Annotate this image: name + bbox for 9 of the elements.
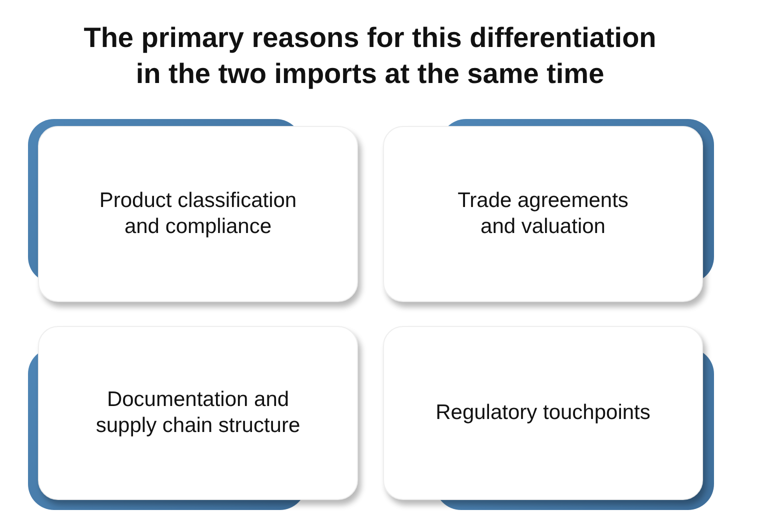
text-card — [383, 326, 703, 500]
card-text: Documentation and supply chain structure — [94, 387, 302, 439]
text-card — [38, 126, 358, 302]
text-card — [383, 126, 703, 302]
text-card — [38, 326, 358, 500]
card-text: Trade agreements and valuation — [456, 188, 630, 240]
title: The primary reasons for this differentiation in the two imports at the same time — [82, 21, 658, 91]
card-text: Product classification and compliance — [98, 188, 298, 240]
card-text: Regulatory touchpoints — [434, 400, 652, 426]
